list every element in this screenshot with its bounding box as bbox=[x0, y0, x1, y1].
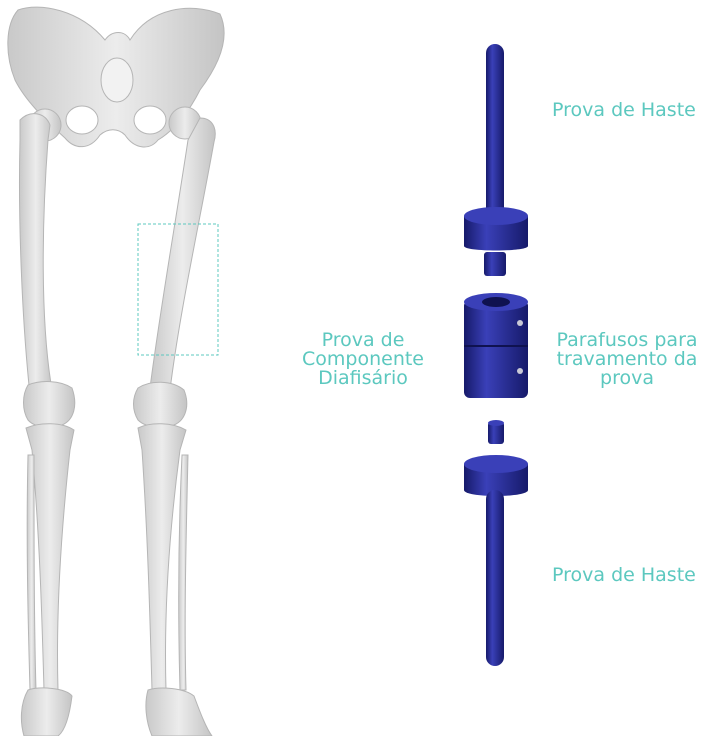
label-stem-trial-top: Prova de Haste bbox=[552, 101, 696, 120]
implant-components bbox=[440, 40, 550, 670]
label-stem-trial-bottom: Prova de Haste bbox=[552, 566, 696, 585]
diaphyseal-component-trial bbox=[464, 293, 528, 398]
stem-trial-top bbox=[464, 44, 528, 276]
label-line: Diafisário bbox=[296, 369, 430, 388]
label-locking-screws: Parafusos para travamento da prova bbox=[548, 331, 706, 388]
right-femur bbox=[134, 107, 216, 427]
locking-screw-lower bbox=[517, 368, 523, 374]
label-diaphyseal-component: Prova de Componente Diafisário bbox=[296, 331, 430, 388]
left-femur bbox=[19, 109, 74, 427]
stem-trial-bottom bbox=[464, 420, 528, 666]
skeleton-legs-illustration bbox=[0, 0, 240, 736]
label-line: prova bbox=[548, 369, 706, 388]
right-lower-leg bbox=[138, 424, 212, 736]
locking-screw-upper bbox=[517, 320, 523, 326]
left-lower-leg bbox=[21, 424, 74, 736]
